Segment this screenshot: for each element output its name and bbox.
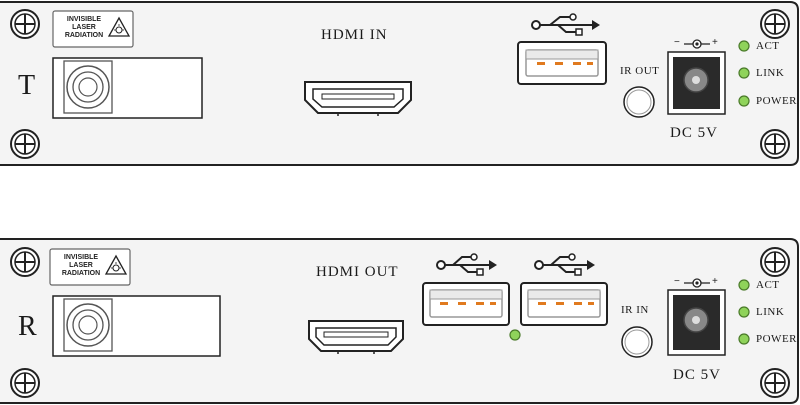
laser-warning-label bbox=[52, 10, 134, 48]
laser-warning-label bbox=[49, 248, 131, 286]
laser-warning-icon bbox=[107, 16, 131, 37]
hdmi-port[interactable] bbox=[308, 320, 404, 354]
dc-minus-label: − bbox=[674, 276, 680, 287]
side-letter: R bbox=[18, 311, 37, 342]
receiver-panel-graphic bbox=[0, 238, 799, 404]
dc-label: DC 5V bbox=[673, 367, 721, 383]
usb-port[interactable] bbox=[422, 282, 510, 326]
laser-label-line: INVISIBLE bbox=[63, 254, 99, 261]
dc-polarity-icon bbox=[684, 39, 710, 49]
dc-plus-label: + bbox=[712, 276, 718, 287]
led-indicator-act bbox=[738, 279, 750, 291]
dc-label: DC 5V bbox=[670, 125, 718, 141]
led-indicator-link bbox=[738, 306, 750, 318]
usb-icon bbox=[436, 253, 497, 276]
transmitter-panel-graphic bbox=[0, 1, 799, 166]
dc-minus-label: − bbox=[674, 37, 680, 48]
side-letter: T bbox=[18, 70, 36, 101]
laser-warning-icon bbox=[104, 254, 128, 275]
ir-jack[interactable] bbox=[621, 326, 653, 358]
ir-label: IR OUT bbox=[620, 65, 660, 77]
screw-icon bbox=[760, 368, 790, 398]
laser-label-text: INVISIBLE LASER RADIATION bbox=[58, 16, 110, 40]
led-indicator-power bbox=[738, 95, 750, 107]
transmitter-panel: INVISIBLE LASER RADIATION T HDMI IN IR O… bbox=[0, 0, 800, 167]
screw-icon bbox=[10, 9, 40, 39]
ir-label: IR IN bbox=[621, 304, 649, 316]
usb-port[interactable] bbox=[517, 41, 607, 85]
hdmi-label: HDMI OUT bbox=[316, 264, 399, 280]
usb-icon bbox=[531, 13, 600, 36]
led-indicator-power bbox=[738, 333, 750, 345]
usb-port[interactable] bbox=[520, 282, 608, 326]
receiver-panel: INVISIBLE LASER RADIATION R HDMI OUT IR … bbox=[0, 237, 800, 405]
dc-polarity-icon bbox=[684, 278, 710, 288]
ir-jack[interactable] bbox=[623, 86, 655, 118]
screw-icon bbox=[760, 129, 790, 159]
led-label-act: ACT bbox=[756, 279, 780, 291]
led-label-power: POWER bbox=[756, 95, 797, 107]
led-indicator-link bbox=[738, 67, 750, 79]
usb-icon bbox=[534, 253, 595, 276]
laser-label-line: LASER bbox=[69, 262, 93, 269]
led-label-link: LINK bbox=[756, 306, 785, 318]
led-label-link: LINK bbox=[756, 67, 785, 79]
screw-icon bbox=[10, 368, 40, 398]
led-label-act: ACT bbox=[756, 40, 780, 52]
led-label-power: POWER bbox=[756, 333, 797, 345]
fiber-port-icon[interactable] bbox=[63, 60, 113, 114]
dc-plus-label: + bbox=[712, 37, 718, 48]
screw-icon bbox=[760, 9, 790, 39]
dc-jack[interactable] bbox=[667, 289, 726, 356]
laser-label-line: INVISIBLE bbox=[66, 16, 102, 23]
screw-icon bbox=[760, 247, 790, 277]
led-indicator-usb bbox=[509, 329, 521, 341]
laser-label-line: RADIATION bbox=[61, 270, 101, 277]
hdmi-port[interactable] bbox=[304, 81, 412, 116]
fiber-port-icon[interactable] bbox=[63, 298, 113, 352]
laser-label-line: LASER bbox=[72, 24, 96, 31]
led-indicator-act bbox=[738, 40, 750, 52]
dc-jack[interactable] bbox=[667, 51, 726, 115]
screw-icon bbox=[10, 129, 40, 159]
hdmi-label: HDMI IN bbox=[321, 27, 388, 43]
screw-icon bbox=[10, 247, 40, 277]
laser-label-line: RADIATION bbox=[64, 32, 104, 39]
laser-label-text: INVISIBLE LASER RADIATION bbox=[55, 254, 107, 278]
